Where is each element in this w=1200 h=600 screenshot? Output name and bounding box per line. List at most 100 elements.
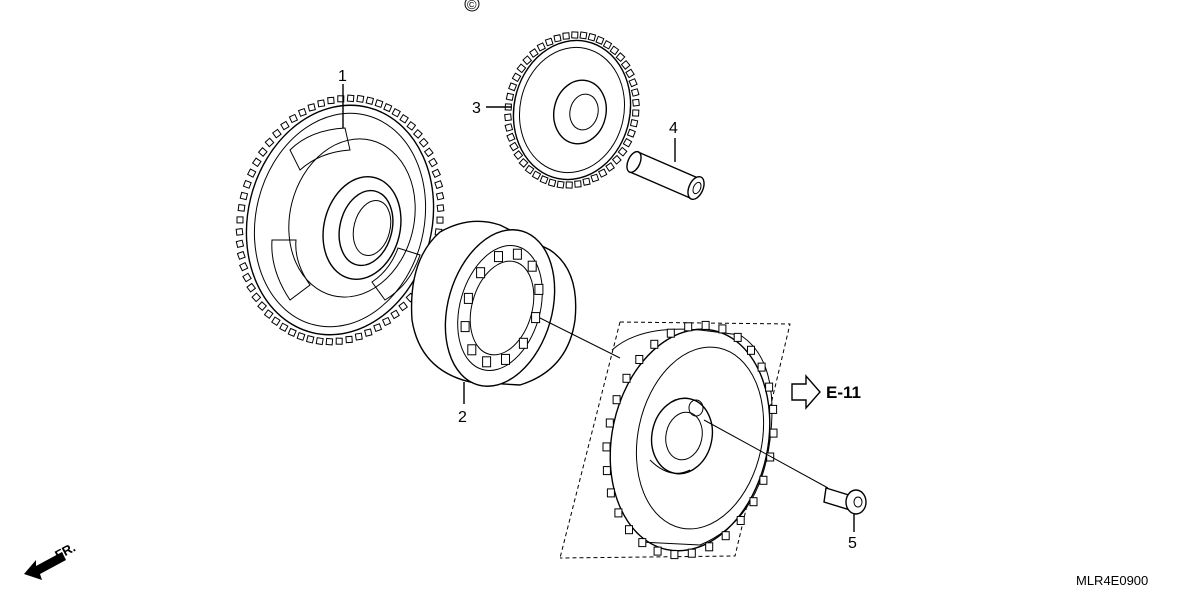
gear-tooth	[434, 180, 444, 190]
part-5-bolt[interactable]	[823, 487, 867, 515]
flywheel-lug	[736, 516, 745, 525]
gear-tooth	[406, 120, 417, 131]
gear-tooth	[236, 250, 246, 260]
flywheel-lug	[625, 525, 633, 535]
gear-tooth	[399, 113, 409, 124]
gear-tooth	[511, 72, 522, 83]
gear-tooth	[235, 228, 244, 236]
part-1-starter-driven-gear[interactable]	[223, 85, 458, 355]
gear-tooth	[632, 109, 640, 117]
gear-tooth	[345, 335, 353, 344]
gear-tooth	[390, 309, 400, 320]
gear-tooth	[562, 32, 570, 40]
gear-tooth	[297, 107, 307, 117]
reference-arrow-e11[interactable]: E-11	[791, 374, 861, 410]
gear-tooth	[374, 99, 384, 109]
gear-tooth	[539, 175, 549, 185]
flywheel-lug	[759, 475, 768, 485]
gear-tooth	[354, 332, 363, 341]
flywheel-lug	[684, 322, 693, 332]
clutch-roller	[531, 312, 541, 324]
gear-tooth	[373, 323, 383, 333]
flywheel-assembly	[559, 320, 791, 560]
gear-tooth	[418, 137, 429, 148]
gear-1-teeth	[235, 94, 445, 346]
gear-tooth	[398, 301, 408, 312]
flywheel-lug	[721, 531, 730, 541]
gear-tooth	[251, 157, 262, 168]
flywheel-lug	[749, 497, 758, 507]
gear-tooth	[381, 316, 392, 327]
gear-tooth	[412, 128, 423, 139]
gear-tooth	[236, 216, 244, 224]
part-2-starter-clutch[interactable]	[410, 217, 577, 399]
gear-tooth	[556, 180, 565, 189]
gear-tooth	[235, 239, 245, 249]
direction-arrow-icon	[24, 552, 66, 580]
gear-tooth	[431, 168, 441, 178]
gear-tooth	[574, 180, 582, 188]
part-4-gear-shaft[interactable]	[624, 150, 707, 202]
gear-tooth	[518, 157, 529, 168]
gear-tooth	[629, 119, 639, 128]
gear-tooth	[625, 68, 635, 79]
gear-tooth	[565, 181, 573, 189]
callout-1: 1	[338, 68, 347, 128]
gear-tooth	[327, 96, 335, 105]
flywheel-lug	[650, 339, 659, 349]
gear-tooth	[279, 322, 289, 333]
gear-tooth	[524, 164, 535, 175]
gear-tooth	[553, 34, 562, 43]
gear-tooth	[257, 301, 268, 312]
flywheel-lug	[733, 332, 742, 342]
gear-tooth	[315, 337, 324, 346]
copyright-mark: ©	[464, 0, 480, 12]
flywheel-lug	[602, 466, 611, 476]
gear-tooth	[317, 99, 326, 108]
gear-tooth	[288, 113, 299, 124]
gear-tooth	[508, 82, 518, 92]
gear-tooth	[609, 45, 620, 56]
callout-4-label: 4	[669, 120, 678, 137]
gear-tooth	[242, 179, 252, 189]
gear-tooth	[272, 128, 282, 139]
gear-tooth	[356, 94, 365, 103]
gear-tooth	[595, 35, 605, 45]
clutch-roller	[482, 356, 492, 368]
gear-tooth	[305, 335, 315, 344]
part-3-idle-gear[interactable]	[501, 29, 644, 190]
gear-tooth	[531, 170, 542, 180]
gear-tooth	[325, 337, 334, 346]
flywheel-lug	[766, 452, 775, 462]
gear-tooth	[547, 178, 557, 188]
callout-3: 3	[472, 100, 512, 117]
gear-tooth	[617, 146, 628, 157]
gear-tooth	[579, 31, 588, 40]
gear-tooth	[509, 141, 519, 152]
callout-5: 5	[848, 514, 857, 552]
gear-tooth	[383, 103, 393, 113]
gear-tooth	[513, 150, 524, 161]
flywheel-lug	[602, 442, 611, 452]
flywheel-lug	[757, 362, 766, 372]
gear-tooth	[605, 162, 615, 172]
gear-tooth	[346, 94, 355, 103]
gear-tooth	[587, 32, 597, 42]
flywheel-lug	[747, 345, 755, 355]
gear-tooth	[529, 48, 539, 58]
clutch-roller	[494, 251, 503, 263]
gear-tooth	[242, 272, 252, 283]
copyright-symbol: ©	[467, 0, 477, 12]
gear-tooth	[257, 147, 268, 157]
flywheel-lug	[635, 355, 644, 364]
clutch-roller	[467, 344, 477, 356]
gear-tooth	[620, 59, 631, 70]
gear-tooth	[590, 173, 600, 183]
flywheel-lug	[638, 538, 647, 548]
clutch-rollers	[460, 248, 544, 368]
gear-tooth	[626, 128, 636, 138]
flywheel-lug	[670, 550, 679, 560]
reference-label: E-11	[826, 383, 861, 402]
callout-1-label: 1	[338, 68, 347, 85]
flywheel-lug	[653, 546, 662, 556]
